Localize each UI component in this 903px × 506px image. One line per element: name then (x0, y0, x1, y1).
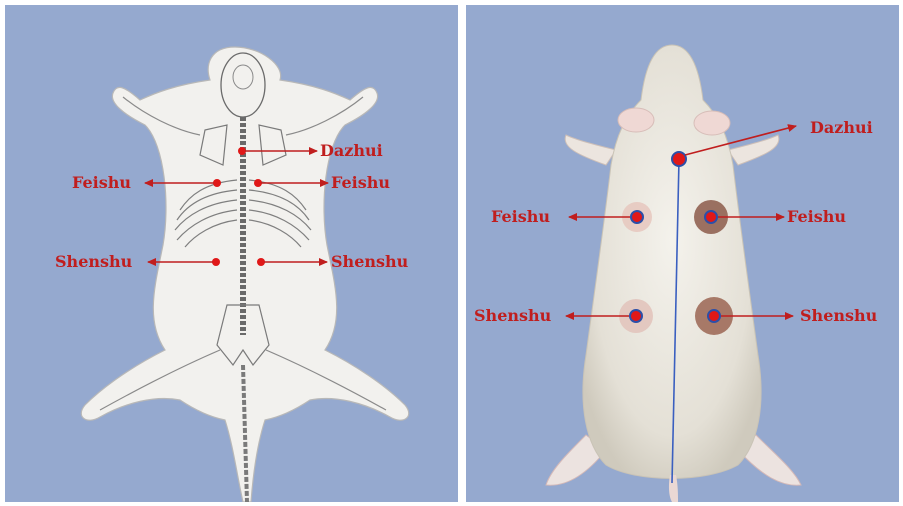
shenshu-label-left: Shenshu (55, 253, 132, 271)
dazhui-point (238, 147, 246, 155)
ear-left (618, 108, 654, 132)
feishu-label-right: Feishu (331, 174, 390, 192)
rat-body (583, 45, 761, 479)
feishu-point-right (705, 211, 717, 223)
rat-photo-panel: Dazhui Feishu Feishu Shenshu Shenshu (466, 5, 899, 502)
shenshu-point-left (630, 310, 642, 322)
skeleton-diagram-panel: Dazhui Feishu Feishu Shenshu Shenshu (5, 5, 458, 502)
front-leg-right (728, 135, 779, 165)
feishu-point-left (213, 179, 221, 187)
shenshu-label-right: Shenshu (331, 253, 408, 271)
shenshu-point-left (212, 258, 220, 266)
feishu-label-left: Feishu (72, 174, 131, 192)
feishu-label-right: Feishu (787, 208, 846, 226)
dazhui-label: Dazhui (810, 119, 873, 137)
shenshu-label-left: Shenshu (474, 307, 551, 325)
feishu-point-right (254, 179, 262, 187)
shenshu-point-right (708, 310, 720, 322)
ear-right (694, 111, 730, 135)
dazhui-point (672, 152, 686, 166)
dazhui-label: Dazhui (320, 142, 383, 160)
rat-photo (466, 5, 899, 502)
shenshu-point-right (257, 258, 265, 266)
front-leg-left (565, 135, 616, 165)
tail (669, 475, 678, 502)
shenshu-label-right: Shenshu (800, 307, 877, 325)
feishu-point-left (631, 211, 643, 223)
feishu-label-left: Feishu (491, 208, 550, 226)
